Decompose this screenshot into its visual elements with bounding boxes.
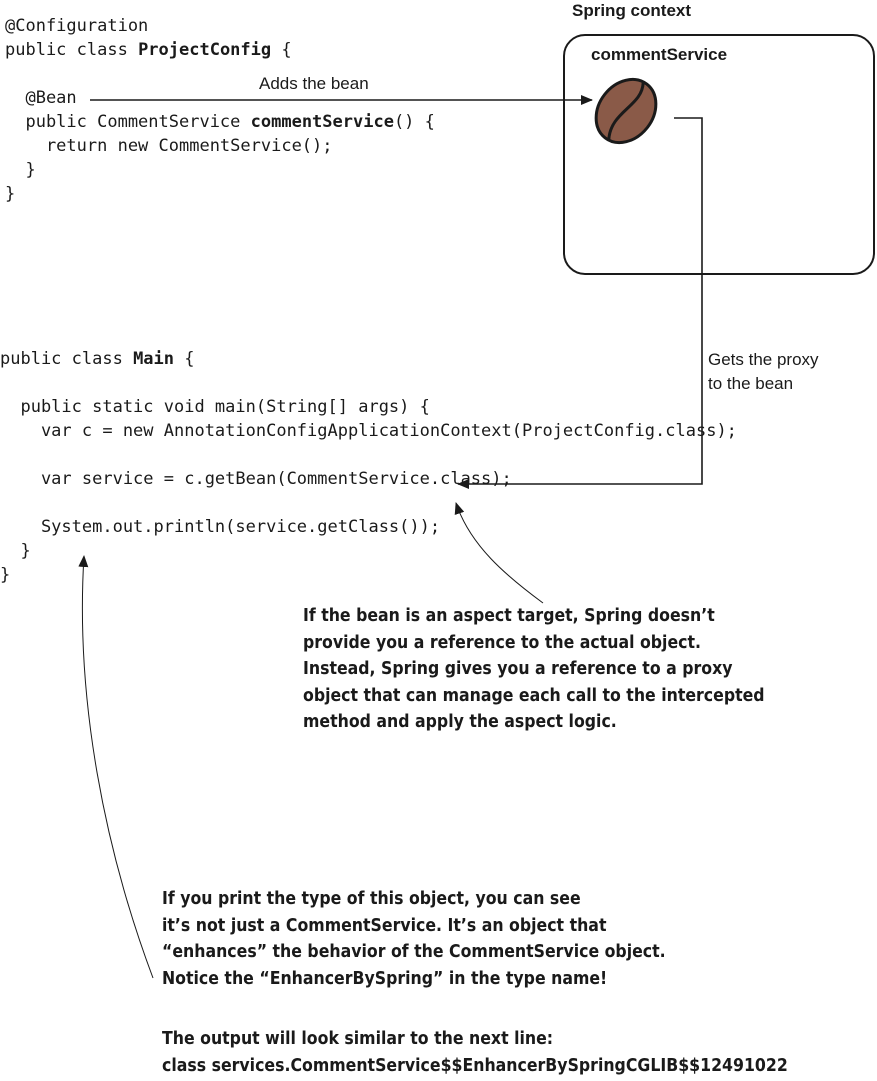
adds-bean-label: Adds the bean	[259, 74, 369, 93]
code-text: {	[174, 349, 195, 369]
coffee-bean-icon	[594, 77, 658, 145]
code-text: }	[0, 565, 11, 585]
code-text: {	[271, 40, 292, 60]
code-line: }	[5, 158, 435, 182]
gets-proxy-arrow	[457, 117, 703, 489]
spring-context-title: Spring context	[572, 1, 692, 20]
code-text: public static void main(String[] args) {	[0, 397, 430, 417]
code-identifier: Main	[133, 349, 175, 369]
code-line: }	[5, 182, 435, 206]
proxy-note-arrow	[454, 502, 544, 604]
type-note-arrow	[78, 555, 154, 979]
code-text: @Bean	[5, 88, 77, 108]
code-text: }	[0, 541, 31, 561]
code-identifier: ProjectConfig	[138, 40, 272, 60]
code-text: return new CommentService();	[5, 136, 333, 156]
code-line: return new CommentService();	[5, 134, 435, 158]
type-explanation-note: If you print the type of this object, yo…	[162, 889, 666, 989]
code-line: public class Main {	[0, 347, 737, 371]
code-line: public static void main(String[] args) {	[0, 395, 737, 419]
code-identifier: commentService	[250, 112, 394, 132]
proxy-explanation-note: If the bean is an aspect target, Spring …	[303, 606, 765, 732]
output-note: The output will look similar to the next…	[162, 1029, 788, 1076]
code-text: public class	[0, 349, 134, 369]
code-text: public class	[5, 40, 139, 60]
main-class-code: public class Main { public static void m…	[0, 347, 737, 587]
code-text: }	[5, 184, 16, 204]
bean-name-label: commentService	[591, 45, 728, 64]
code-line: }	[0, 539, 737, 563]
code-line: System.out.println(service.getClass());	[0, 515, 737, 539]
code-line: @Bean	[5, 86, 435, 110]
code-text: System.out.println(service.getClass());	[0, 517, 441, 537]
code-text: () {	[393, 112, 435, 132]
code-line: public class ProjectConfig {	[5, 38, 435, 62]
code-text: @Configuration	[5, 16, 149, 36]
code-line: var c = new AnnotationConfigApplicationC…	[0, 419, 737, 443]
code-line: var service = c.getBean(CommentService.c…	[0, 467, 737, 491]
code-line: @Configuration	[5, 14, 435, 38]
spring-context-box	[563, 34, 875, 275]
code-line: }	[0, 563, 737, 587]
code-text: }	[5, 160, 36, 180]
gets-proxy-label: Gets the proxy to the bean	[708, 350, 819, 393]
code-text: var service = c.getBean(CommentService.c…	[0, 469, 512, 489]
code-text: var c = new AnnotationConfigApplicationC…	[0, 421, 737, 441]
code-line: public CommentService commentService() {	[5, 110, 435, 134]
code-text: public CommentService	[5, 112, 251, 132]
